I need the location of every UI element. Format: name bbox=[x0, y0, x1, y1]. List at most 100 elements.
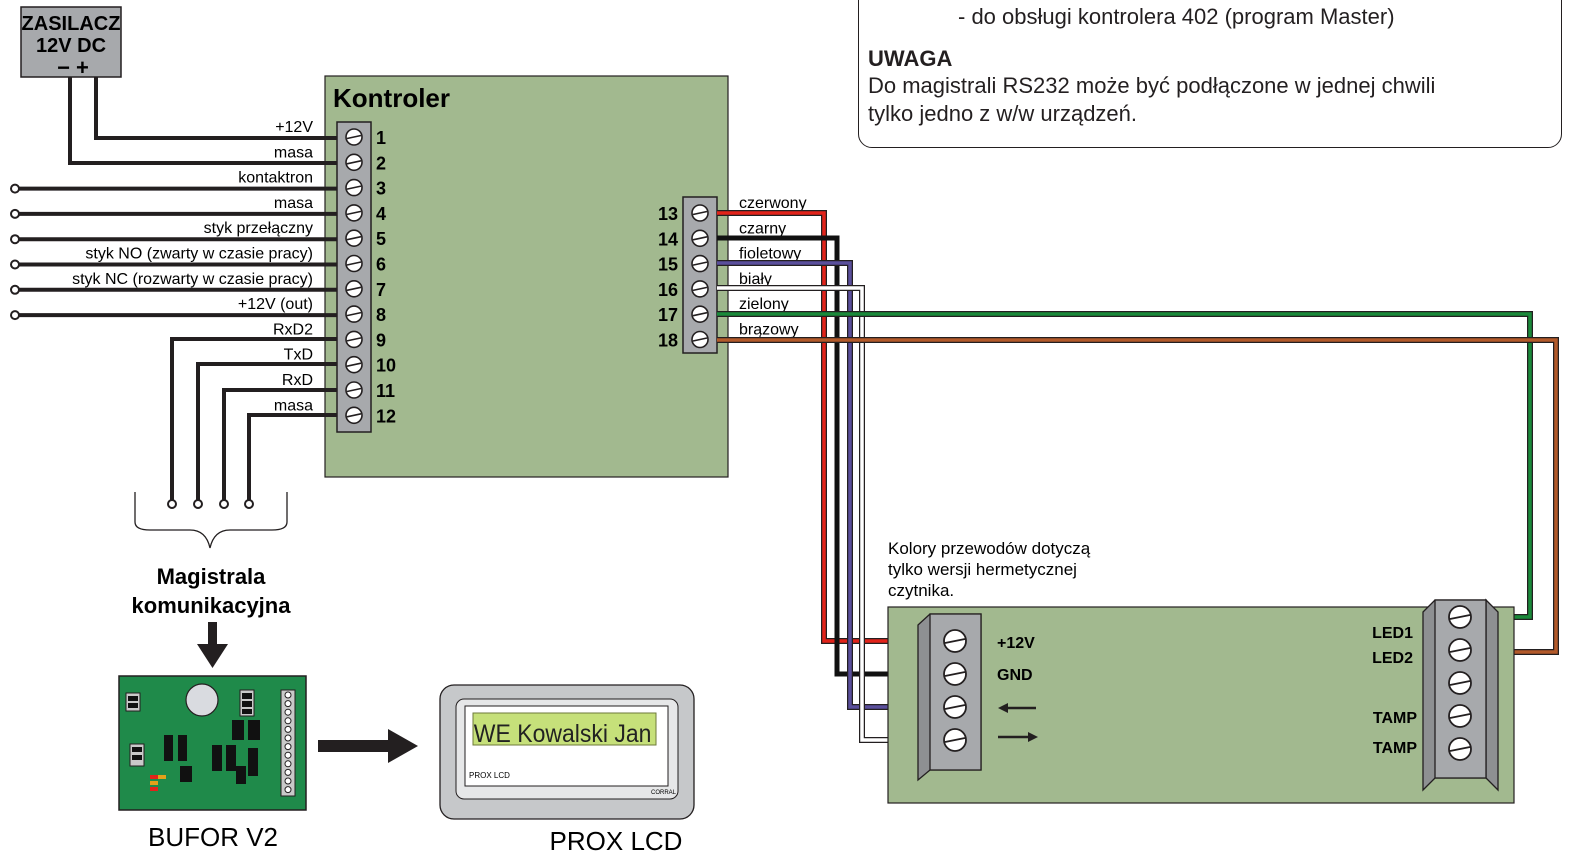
reader-label-tamp-1: TAMP bbox=[1373, 710, 1417, 727]
left-terminal-screw bbox=[345, 204, 363, 222]
lcd-small-label: PROX LCD bbox=[469, 771, 510, 780]
bus-brace bbox=[134, 492, 288, 549]
reader-right-terminal bbox=[1422, 598, 1499, 792]
left-terminal-number: 5 bbox=[376, 229, 386, 249]
left-terminal-number: 8 bbox=[376, 305, 386, 325]
note-top-line: - do obsługi kontrolera 402 (program Mas… bbox=[958, 4, 1395, 29]
bus-wires bbox=[170, 337, 337, 501]
left-terminal-screw bbox=[345, 178, 363, 197]
left-terminal-label: masa bbox=[274, 195, 313, 212]
left-terminal-screw bbox=[345, 406, 363, 425]
reader-label-led2: LED2 bbox=[1372, 650, 1413, 667]
lcd-screen-text: WE Kowalski Jan bbox=[474, 720, 652, 748]
note-box bbox=[858, 0, 1562, 148]
prox-lcd-device: WE Kowalski Jan PROX LCD CORRAL bbox=[439, 684, 695, 820]
bufor-caption: BUFOR V2 bbox=[148, 822, 278, 852]
power-supply-polarity: − + bbox=[57, 55, 89, 80]
right-terminal-screw bbox=[691, 330, 709, 349]
left-terminal-label: TxD bbox=[284, 347, 313, 364]
bus-label-line2: komunikacyjna bbox=[132, 593, 292, 618]
supply-minus-wire bbox=[68, 77, 337, 165]
reader-label-tamp-2: TAMP bbox=[1373, 740, 1417, 757]
right-terminal-screw bbox=[691, 254, 709, 273]
bufor-v2-board bbox=[118, 675, 307, 811]
left-terminal-number: 4 bbox=[376, 204, 386, 224]
warning-line-1: Do magistrali RS232 może być podłączone … bbox=[868, 73, 1436, 98]
left-terminal-number: 9 bbox=[376, 330, 386, 350]
reader-note-line1: Kolory przewodów dotyczą bbox=[888, 539, 1091, 558]
down-arrow-icon bbox=[197, 622, 228, 668]
left-terminal-label: RxD bbox=[282, 372, 313, 389]
right-terminal-label: fioletowy bbox=[739, 246, 801, 263]
bufor-terminal bbox=[284, 708, 292, 716]
right-arrow-icon bbox=[318, 729, 418, 763]
bufor-terminal bbox=[284, 760, 292, 768]
right-terminal-screw bbox=[691, 280, 709, 298]
left-terminal-number: 1 bbox=[376, 128, 386, 148]
left-terminal-label: masa bbox=[274, 144, 313, 161]
right-terminal-number: 16 bbox=[658, 280, 678, 300]
left-terminal-label: styk NO (zwarty w czasie pracy) bbox=[85, 246, 313, 263]
supply-plus-wire bbox=[94, 77, 337, 140]
right-terminal-label: czarny bbox=[739, 220, 786, 237]
left-terminal-screw bbox=[345, 128, 363, 146]
reader-label-gnd: GND bbox=[997, 667, 1033, 684]
right-terminal-label: brązowy bbox=[739, 322, 799, 339]
right-terminal-number: 18 bbox=[658, 331, 678, 351]
left-terminal-number: 11 bbox=[376, 381, 395, 401]
left-terminal-screw bbox=[345, 381, 363, 399]
warning-line-2: tylko jedno z w/w urządzeń. bbox=[868, 101, 1138, 126]
controller-board bbox=[324, 75, 729, 478]
left-terminal-label: +12V bbox=[275, 119, 313, 136]
right-terminal-number: 17 bbox=[658, 305, 678, 325]
bufor-terminal bbox=[284, 777, 292, 785]
reader-board bbox=[887, 606, 1515, 804]
left-terminal-label: RxD2 bbox=[273, 321, 313, 338]
reader-label-12v: +12V bbox=[997, 635, 1035, 652]
left-terminal-label: styk przełączny bbox=[204, 220, 313, 237]
right-terminal-number: 13 bbox=[658, 204, 678, 224]
left-terminal-number: 6 bbox=[376, 255, 386, 275]
bufor-terminal bbox=[284, 734, 292, 742]
left-terminal-number: 3 bbox=[376, 179, 386, 199]
right-terminal-number: 14 bbox=[658, 229, 678, 249]
right-terminal-label: czerwony bbox=[739, 195, 807, 212]
reader-data-in-arrow-icon bbox=[998, 703, 1036, 713]
power-supply-voltage: 12V DC bbox=[36, 35, 106, 57]
left-wire-end bbox=[10, 259, 20, 270]
bufor-terminal bbox=[284, 768, 292, 776]
lcd-brand: CORRAL bbox=[651, 790, 677, 796]
bus-wire-ends bbox=[167, 499, 254, 509]
power-supply-title: ZASILACZ bbox=[22, 13, 121, 35]
left-terminal-number: 12 bbox=[376, 406, 396, 426]
right-terminal-screw bbox=[691, 229, 709, 248]
left-terminal-label: styk NC (rozwarty w czasie pracy) bbox=[72, 271, 313, 288]
power-supply: ZASILACZ 12V DC − + bbox=[20, 6, 122, 80]
left-terminal-screw bbox=[345, 355, 363, 374]
left-wire-end bbox=[10, 310, 20, 321]
right-terminal-screw bbox=[691, 305, 709, 324]
warning-title: UWAGA bbox=[868, 46, 953, 71]
left-wire-end bbox=[10, 183, 20, 194]
left-terminal-screw bbox=[345, 305, 363, 323]
left-terminal-screw bbox=[345, 153, 363, 172]
left-terminal-screw bbox=[345, 330, 363, 349]
left-terminal-screw bbox=[345, 279, 363, 298]
reader-label-led1: LED1 bbox=[1372, 625, 1413, 642]
left-terminal-label: +12V (out) bbox=[238, 296, 313, 313]
left-terminal-block bbox=[336, 121, 372, 433]
reader-note-line3: czytnika. bbox=[888, 581, 954, 600]
left-terminal-number: 2 bbox=[376, 153, 386, 173]
right-terminal-label: biały bbox=[739, 271, 772, 288]
right-terminal-label: zielony bbox=[739, 296, 789, 313]
bufor-terminal bbox=[284, 700, 292, 708]
controller-title: Kontroler bbox=[333, 83, 450, 113]
left-wire-end bbox=[10, 234, 20, 245]
left-terminal-number: 10 bbox=[376, 356, 396, 376]
right-terminal-block bbox=[682, 196, 718, 354]
left-terminal-label: masa bbox=[274, 397, 313, 414]
left-terminal-screw bbox=[345, 254, 363, 273]
bufor-terminal bbox=[284, 751, 292, 759]
right-terminal-number: 15 bbox=[658, 255, 678, 275]
